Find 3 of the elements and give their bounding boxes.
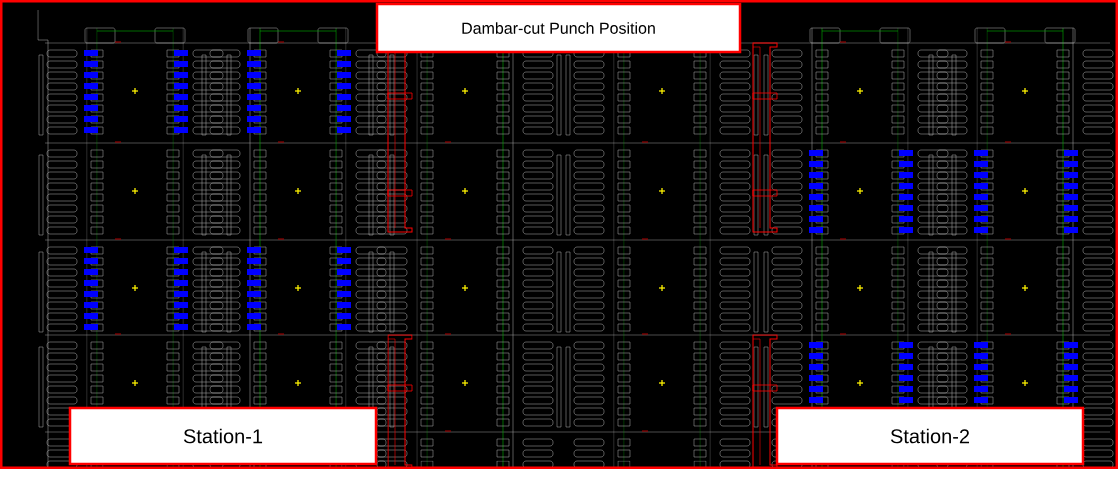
label-box: Dambar-cut Punch Position — [375, 2, 742, 54]
label-box: Station-1 — [68, 406, 378, 466]
label-box: Station-2 — [775, 406, 1085, 466]
